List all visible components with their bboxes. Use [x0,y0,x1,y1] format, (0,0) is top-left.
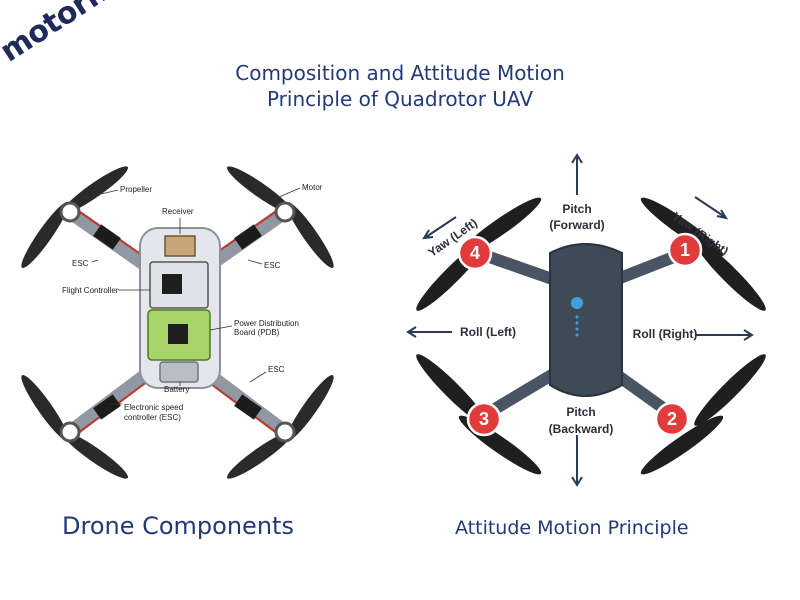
motor-badges: 4 1 3 2 [457,232,703,437]
title-line-2: Principle of Quadrotor UAV [266,87,534,111]
battery-block [159,361,199,383]
page-title: Composition and Attitude Motion Principl… [200,60,600,112]
label-pitch-forward-2: (Forward) [549,218,604,232]
motor-badge-4: 4 [457,235,493,271]
label-esc-full-line1: Electronic speed [124,403,183,412]
esc-blocks [93,224,262,420]
drone-components-diagram: Propeller Motor Receiver ESC ESC Flight … [21,166,334,479]
svg-text:1: 1 [680,240,690,260]
label-motor: Motor [302,183,323,192]
label-esc-full-line2: controller (ESC) [124,413,181,422]
label-pitch-backward-1: Pitch [566,405,595,419]
label-flight-controller: Flight Controller [62,286,119,295]
logo-text: motorneo [0,0,140,70]
svg-text:2: 2 [667,409,677,429]
attitude-motion-diagram: Pitch (Forward) Pitch (Backward) Roll (L… [406,153,766,487]
label-receiver: Receiver [162,207,194,216]
label-roll-right: Roll (Right) [633,327,698,341]
motor-badge-1: 1 [667,232,703,268]
motion-arrows [406,153,754,487]
label-esc-right: ESC [264,261,281,270]
label-pitch-backward-2: (Backward) [549,422,614,436]
drone-camera [571,297,583,309]
label-pdb-line2: Board (PDB) [234,328,280,337]
attitude-motion-caption: Attitude Motion Principle [455,517,689,539]
label-propeller: Propeller [120,185,152,194]
motors [59,201,296,443]
motorneo-logo: motorneo [0,0,140,120]
drone-body [549,243,623,397]
label-pitch-forward-1: Pitch [562,202,591,216]
svg-text:3: 3 [479,409,489,429]
label-roll-left: Roll (Left) [460,325,516,339]
receiver-module [164,235,196,257]
label-pdb-line1: Power Distribution [234,319,299,328]
title-line-1: Composition and Attitude Motion [235,61,565,85]
label-esc-lower: ESC [268,365,285,374]
label-esc-left: ESC [72,259,89,268]
drone-components-caption: Drone Components [62,512,294,540]
label-battery: Battery [164,385,189,394]
motor-badge-2: 2 [654,401,690,437]
motor-badge-3: 3 [466,401,502,437]
propellers [21,166,334,479]
svg-text:4: 4 [470,243,480,263]
